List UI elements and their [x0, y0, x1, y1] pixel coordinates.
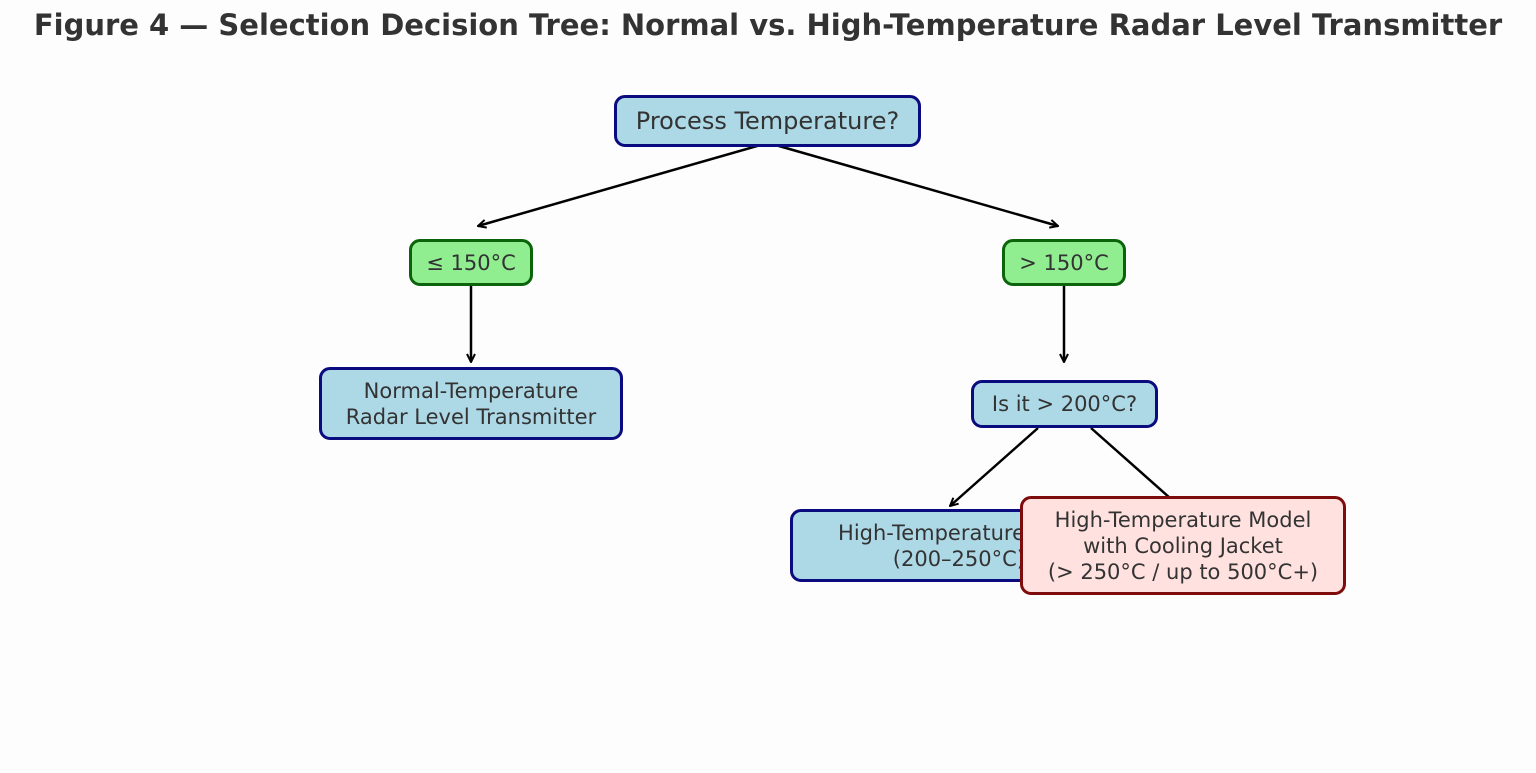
node-label-line-2: (200–250°C) — [892, 546, 1025, 571]
edge-question-to-high-temp — [950, 427, 1039, 506]
above-200-question-node: Is it > 200°C? — [971, 380, 1158, 428]
edge-root-to-high — [771, 142, 1058, 226]
edge-root-to-low — [478, 142, 765, 226]
low-temperature-condition-node: ≤ 150°C — [409, 239, 533, 286]
high-temperature-condition-node: > 150°C — [1002, 239, 1126, 286]
high-temperature-result-node: High-Temperature (200–250°C) — [790, 509, 1040, 582]
node-label: ≤ 150°C — [426, 250, 516, 275]
node-label: Process Temperature? — [635, 107, 900, 135]
node-label-line-1: High-Temperature — [838, 520, 1025, 545]
node-label: > 150°C — [1019, 250, 1109, 275]
node-label-line-2: Radar Level Transmitter — [345, 404, 597, 429]
edge-question-to-cooling-jacket — [1090, 427, 1179, 506]
figure-title: Figure 4 — Selection Decision Tree: Norm… — [33, 8, 1503, 42]
normal-temperature-result-node: Normal-Temperature Radar Level Transmitt… — [319, 367, 623, 440]
cooling-jacket-result-node: High-Temperature Model with Cooling Jack… — [1020, 496, 1346, 595]
node-label: Is it > 200°C? — [991, 392, 1138, 416]
node-label-line-2: with Cooling Jacket — [1083, 533, 1283, 558]
node-label-line-3: (> 250°C / up to 500°C+) — [1047, 559, 1319, 584]
root-question-node: Process Temperature? — [614, 95, 921, 147]
node-label-line-1: Normal-Temperature — [363, 378, 579, 403]
node-label-line-1: High-Temperature Model — [1054, 507, 1312, 532]
